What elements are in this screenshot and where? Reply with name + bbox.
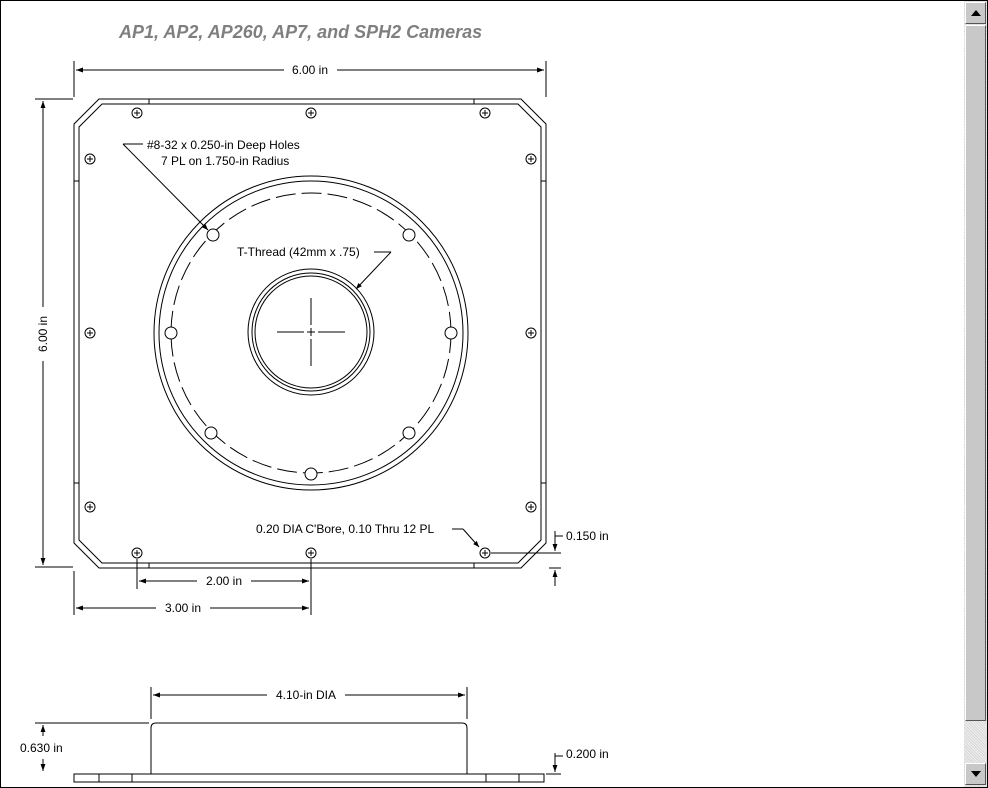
dim-top-width xyxy=(73,61,547,97)
cbore-hole xyxy=(525,501,537,513)
cbore-holes xyxy=(84,107,537,559)
side-view xyxy=(73,722,545,783)
dim-hole-offset-label: 3.00 in xyxy=(165,601,201,615)
callout-t-thread-leader xyxy=(355,251,392,290)
cbore-hole xyxy=(131,107,143,119)
tapped-hole xyxy=(444,326,458,340)
callout-tapped-holes-line1: #8-32 x 0.250-in Deep Holes xyxy=(147,138,300,152)
cbore-hole xyxy=(479,547,491,559)
tapped-holes xyxy=(164,228,458,481)
tapped-hole xyxy=(402,426,416,440)
plate-outline xyxy=(73,98,547,569)
dim-hole-offset xyxy=(73,571,309,615)
callout-cbore: 0.20 DIA C'Bore, 0.10 Thru 12 PL xyxy=(256,522,435,536)
tapped-hole xyxy=(402,228,416,242)
callout-tapped-holes-leader xyxy=(122,143,209,231)
vertical-scrollbar[interactable] xyxy=(964,1,987,787)
arrow-up-icon xyxy=(970,10,981,16)
cbore-hole xyxy=(525,153,537,165)
dim-edge-offset xyxy=(491,531,563,586)
dim-hole-spacing-label: 2.00 in xyxy=(206,574,242,588)
tapped-hole xyxy=(304,467,318,481)
dim-edge-offset-label: 0.150 in xyxy=(566,529,609,543)
scroll-down-button[interactable] xyxy=(965,763,986,785)
dim-boss-diameter xyxy=(150,687,468,719)
cbore-hole xyxy=(84,153,96,165)
scroll-thumb[interactable] xyxy=(965,25,986,721)
tapped-hole xyxy=(206,228,220,242)
drawing-title: AP1, AP2, AP260, AP7, and SPH2 Cameras xyxy=(119,22,483,42)
cbore-hole xyxy=(131,547,143,559)
dim-plate-thickness xyxy=(546,753,563,775)
scroll-up-button[interactable] xyxy=(965,2,986,24)
dim-top-width-label: 6.00 in xyxy=(292,63,328,77)
arrow-down-icon xyxy=(970,771,981,777)
technical-drawing: 6.00 in 6.00 in 2.00 in 3.00 in xyxy=(20,61,609,783)
dim-boss-diameter-label: 4.10-in DIA xyxy=(276,688,336,702)
cbore-hole xyxy=(305,547,317,559)
dim-left-height xyxy=(35,98,73,568)
dim-plate-thickness-label: 0.200 in xyxy=(566,747,609,761)
dim-left-height-label: 6.00 in xyxy=(36,316,50,352)
callout-tapped-holes-line2: 7 PL on 1.750-in Radius xyxy=(161,154,289,168)
tapped-hole xyxy=(164,326,178,340)
cbore-hole xyxy=(305,107,317,119)
dim-total-height xyxy=(35,722,149,771)
dim-total-height-label: 0.630 in xyxy=(20,741,63,755)
dim-hole-spacing xyxy=(136,559,312,615)
cbore-hole xyxy=(84,501,96,513)
cbore-hole xyxy=(525,327,537,339)
cbore-hole xyxy=(84,327,96,339)
tapped-hole xyxy=(204,426,218,440)
cbore-hole xyxy=(479,107,491,119)
callout-cbore-leader xyxy=(452,528,480,548)
t-thread-opening xyxy=(247,268,375,396)
callout-t-thread: T-Thread (42mm x .75) xyxy=(237,245,360,259)
